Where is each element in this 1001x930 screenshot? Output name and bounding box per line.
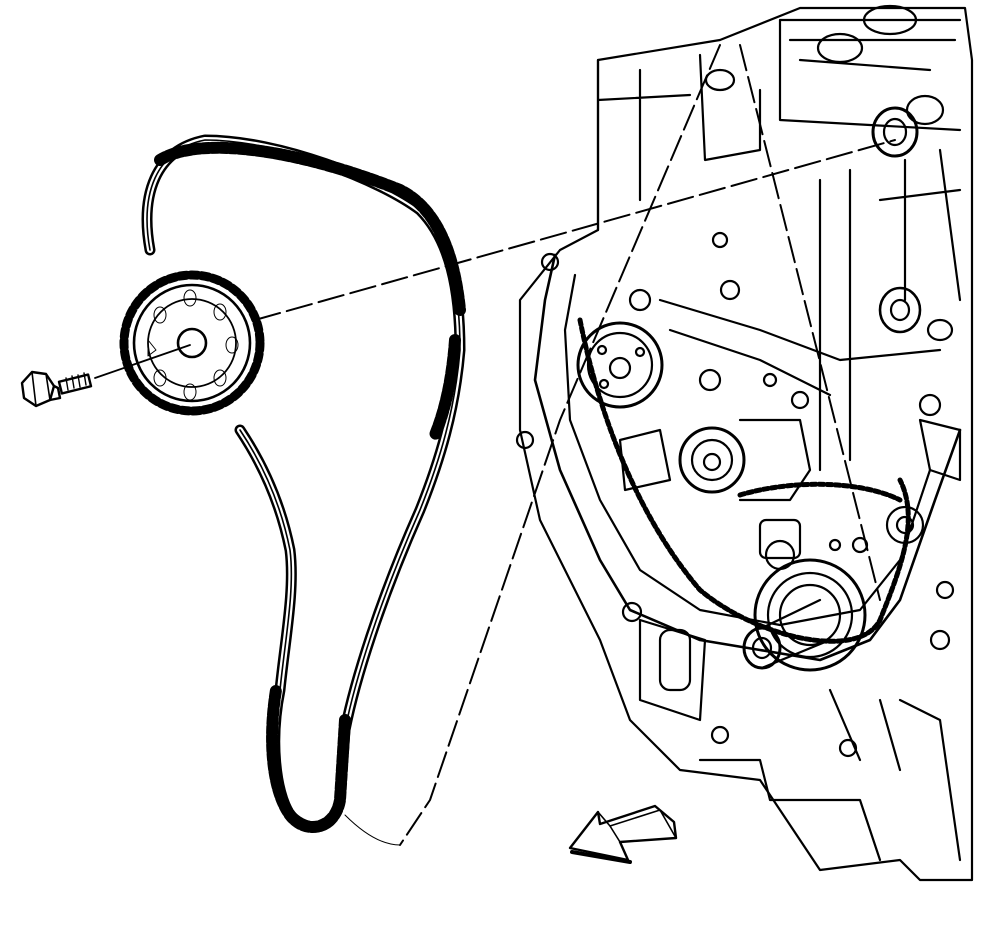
- alignment-lines: [254, 44, 896, 846]
- timing-chain: [141, 134, 466, 846]
- camshaft-sprocket: [119, 270, 265, 416]
- bolt: [20, 370, 93, 408]
- engine-block: [515, 4, 974, 882]
- bolt-axis-line: [94, 344, 191, 379]
- arrow-icon: [568, 804, 678, 864]
